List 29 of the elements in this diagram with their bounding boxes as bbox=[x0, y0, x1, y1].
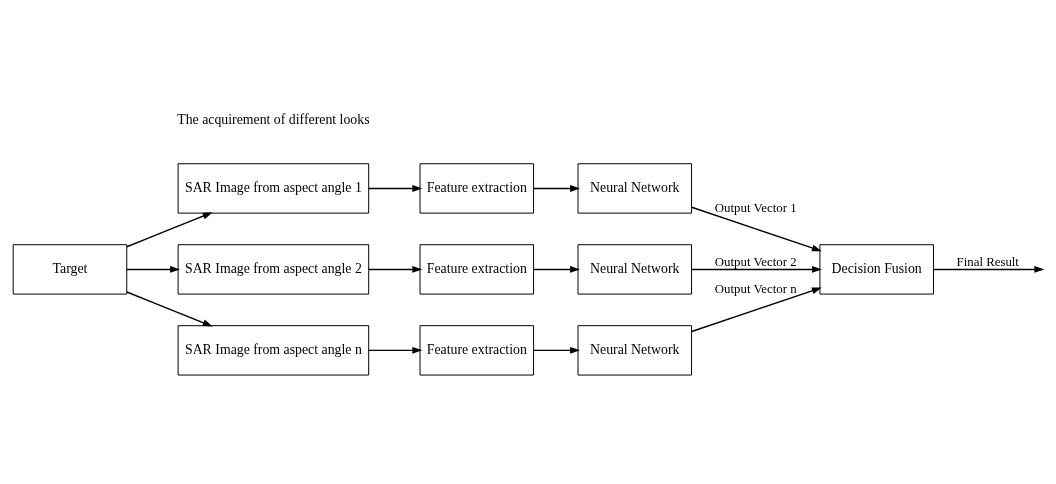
node-box: Feature extraction bbox=[419, 163, 535, 214]
node-box: SAR Image from aspect angle 2 bbox=[177, 244, 370, 295]
edge-label: Output Vector n bbox=[714, 281, 797, 296]
arrow bbox=[368, 265, 423, 273]
node-box: SAR Image from aspect angle 1 bbox=[177, 163, 370, 214]
arrow bbox=[532, 265, 580, 273]
arrow bbox=[532, 346, 580, 354]
arrow bbox=[933, 265, 1045, 273]
node-box: Neural Network bbox=[577, 244, 693, 295]
arrow bbox=[368, 184, 423, 192]
arrow bbox=[368, 346, 423, 354]
arrow bbox=[126, 212, 213, 248]
arrow bbox=[532, 184, 580, 192]
arrow bbox=[691, 265, 822, 273]
node-box: Neural Network bbox=[577, 325, 693, 376]
node-box: Decision Fusion bbox=[819, 244, 934, 295]
arrow bbox=[126, 291, 213, 327]
label: The acquirement of different looks bbox=[177, 111, 370, 127]
node-box: Target bbox=[12, 244, 128, 295]
edge-label: Final Result bbox=[956, 254, 1019, 269]
arrow bbox=[691, 287, 822, 333]
node-box: Feature extraction bbox=[419, 244, 535, 295]
edge-label: Output Vector 1 bbox=[714, 200, 797, 215]
edge-label: Output Vector 2 bbox=[714, 254, 797, 269]
node-box: Neural Network bbox=[577, 163, 693, 214]
node-box: SAR Image from aspect angle n bbox=[177, 325, 370, 376]
arrow bbox=[126, 265, 181, 273]
node-box: Feature extraction bbox=[419, 325, 535, 376]
arrow bbox=[691, 206, 822, 252]
